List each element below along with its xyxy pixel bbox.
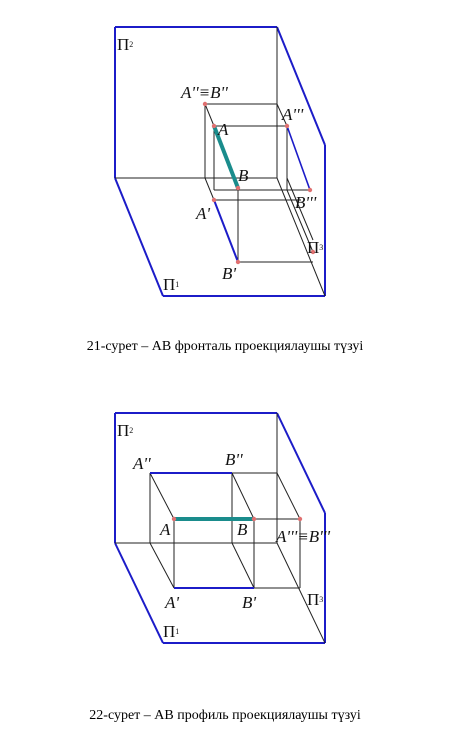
- points: [202, 101, 316, 265]
- label-a3-b3: A'''≡B''': [275, 527, 330, 546]
- figure-22-diagram: П2 П1 П3 A'' B'' A B A'''≡B''' A' B': [114, 412, 330, 644]
- label-a1: A': [164, 593, 179, 612]
- construction-lines: [204, 103, 314, 263]
- construction-lines: [149, 472, 301, 589]
- label-a2: A'': [132, 454, 151, 473]
- label-pi1: П1: [163, 622, 179, 641]
- figure-21-diagram: П2 П1 П3 A''≡B'' A''' A B A' B''' B': [114, 26, 326, 297]
- axes: [115, 413, 326, 644]
- label-pi2: П2: [117, 421, 133, 440]
- pi3-top-edge: [276, 412, 326, 514]
- label-a1: A': [195, 204, 210, 223]
- label-a3: A''': [281, 105, 304, 124]
- label-b: B: [238, 166, 249, 185]
- segment-ab: [212, 125, 240, 189]
- label-b1: B': [222, 264, 236, 283]
- axis-y: [276, 542, 326, 644]
- profile-projection-ab: [286, 125, 311, 191]
- label-b2: B'': [225, 450, 243, 469]
- projection-planes: [114, 412, 326, 644]
- horizontal-projection-ab: [213, 199, 239, 263]
- label-pi3: П3: [307, 238, 323, 257]
- label-b: B: [237, 520, 248, 539]
- pi3-top-edge: [276, 26, 326, 146]
- axes: [115, 27, 326, 297]
- label-pi1: П1: [163, 275, 179, 294]
- pi1-left-edge: [114, 542, 164, 644]
- label-a: A: [159, 520, 171, 539]
- axis-y: [276, 177, 326, 297]
- pi1-left-edge: [114, 177, 164, 297]
- label-a2-b2: A''≡B'': [180, 83, 228, 102]
- label-pi2: П2: [117, 35, 133, 54]
- projection-planes: [114, 26, 326, 297]
- points: [171, 516, 303, 522]
- label-b1: B': [242, 593, 256, 612]
- label-pi3: П3: [307, 590, 323, 609]
- label-a: A: [217, 120, 229, 139]
- figure-21-caption: 21-сурет – АВ фронталь проекциялаушы түз…: [86, 339, 364, 354]
- figure-22: П2 П1 П3 A'' B'' A B A'''≡B''' A' B': [0, 395, 450, 665]
- figure-22-caption: 22-сурет – АВ профиль проекциялаушы түзу…: [89, 708, 361, 723]
- label-b3: B''': [295, 193, 317, 212]
- figure-21: П2 П1 П3 A''≡B'' A''' A B A' B''' B': [0, 0, 450, 310]
